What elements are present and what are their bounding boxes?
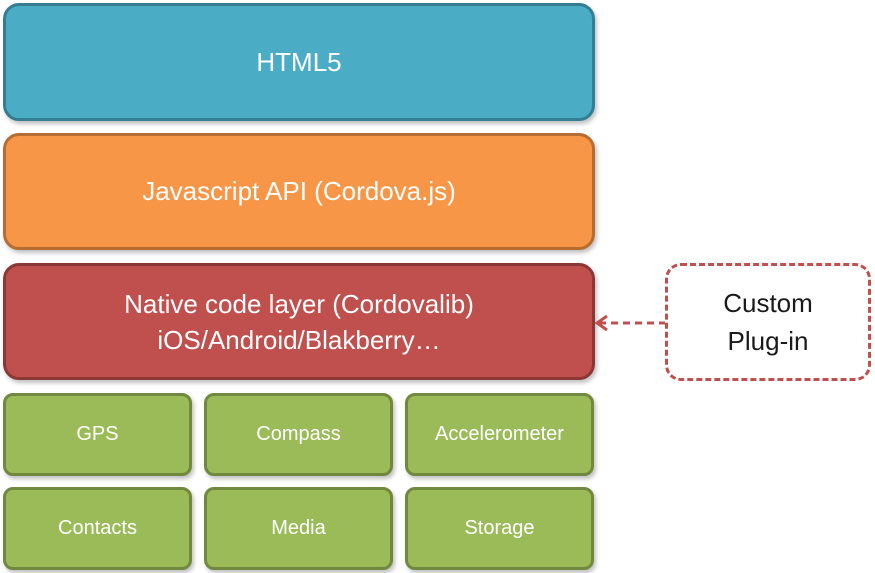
- module-contacts-label: Contacts: [58, 517, 137, 539]
- native-layer-platforms: iOS/Android/Blakberry…: [157, 324, 441, 355]
- module-accelerometer-label: Accelerometer: [435, 423, 564, 445]
- plugin-arrow-head: [594, 314, 608, 332]
- module-storage-label: Storage: [464, 517, 535, 539]
- plugin-arrow: [594, 314, 665, 332]
- module-accelerometer: Accelerometer: [405, 393, 594, 476]
- module-storage: Storage: [405, 487, 594, 570]
- custom-plugin-line2: Plug-in: [727, 326, 809, 356]
- custom-plugin-line1: Custom: [723, 288, 813, 318]
- module-contacts: Contacts: [3, 487, 192, 570]
- custom-plugin-box: Custom Plug-in: [665, 263, 871, 381]
- javascript-api-layer: Javascript API (Cordova.js): [3, 133, 595, 250]
- module-compass-label: Compass: [256, 423, 341, 445]
- module-media-label: Media: [271, 517, 326, 539]
- html5-label: HTML5: [256, 46, 342, 77]
- native-layer-title: Native code layer (Cordovalib): [124, 288, 474, 319]
- module-compass: Compass: [204, 393, 393, 476]
- module-gps-label: GPS: [76, 423, 119, 445]
- javascript-api-label: Javascript API (Cordova.js): [142, 176, 456, 206]
- module-gps: GPS: [3, 393, 192, 476]
- html5-layer: HTML5: [3, 3, 595, 121]
- module-media: Media: [204, 487, 393, 570]
- native-code-layer: Native code layer (Cordovalib) iOS/Andro…: [3, 263, 595, 380]
